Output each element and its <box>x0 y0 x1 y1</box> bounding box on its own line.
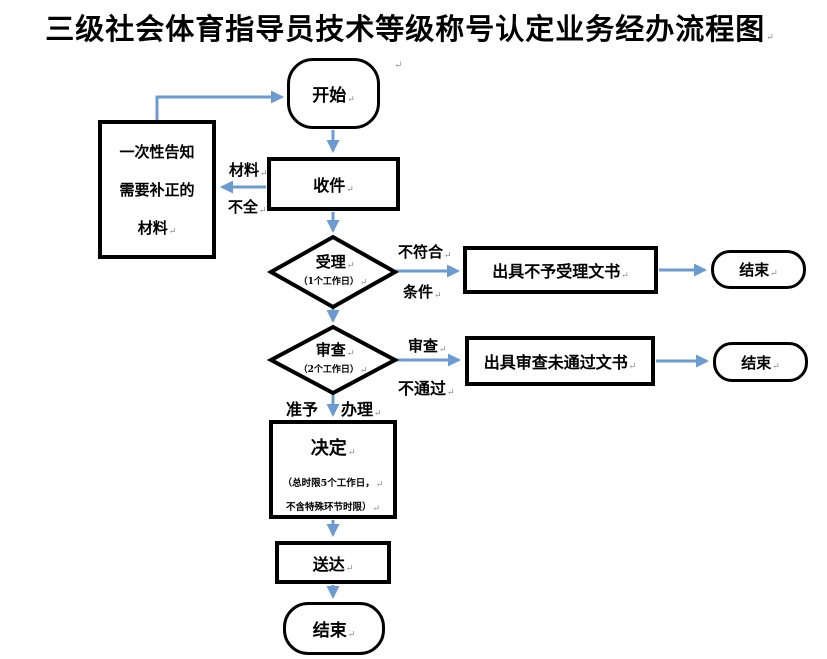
reject-review-node: 出具审查未通过文书↵ <box>465 336 655 386</box>
end-node-acceptance: 结束↵ <box>711 250 806 289</box>
return-mark: ↵ <box>346 261 355 271</box>
edge-label-materials-2: 不全↵ <box>228 198 267 216</box>
return-mark: ↵ <box>766 33 775 43</box>
edge-label-materials-1: 材料↵ <box>229 161 268 179</box>
notify-line-3: 材料 <box>137 219 168 237</box>
return-mark: ↵ <box>374 409 382 419</box>
notify-line-1: 一次性告知 <box>119 143 195 161</box>
return-mark: ↵ <box>346 349 355 359</box>
decide-node: 决定↵ （总时限5个工作日，↵ 不含特殊环节时限）↵ <box>269 420 397 519</box>
notify-line-2: 需要补正的 <box>119 181 195 199</box>
end-review-label: 结束 <box>741 353 772 372</box>
return-mark: ↵ <box>375 480 384 490</box>
receive-node: 收件↵ <box>267 157 400 211</box>
return-mark: ↵ <box>434 291 442 301</box>
return-mark: ↵ <box>359 366 368 376</box>
return-mark: ↵ <box>345 563 354 574</box>
return-mark: ↵ <box>770 269 778 279</box>
reject-review-label: 出具审查未通过文书 <box>483 353 628 372</box>
edge-label-not-qualified-2: 条件↵ <box>403 283 442 301</box>
deliver-label: 送达 <box>312 554 345 574</box>
return-mark: ↵ <box>359 278 368 288</box>
return-mark: ↵ <box>372 504 381 514</box>
accept-decision-label: 受理↵ <box>315 253 355 271</box>
decide-note-2: 不含特殊环节时限） <box>285 502 372 513</box>
notify-correction-node: 一次性告知 需要补正的 材料↵ <box>98 120 216 259</box>
return-mark: ↵ <box>444 251 452 261</box>
review-decision-note: （2个工作日）↵ <box>298 365 368 376</box>
review-diamond-shape <box>266 324 400 396</box>
flowchart-title: 三级社会体育指导员技术等级称号认定业务经办流程图↵ <box>10 6 810 48</box>
decide-note-1: （总时限5个工作日， <box>282 478 375 489</box>
edge-label-review-fail-2: 不通过↵ <box>398 379 455 398</box>
end-acceptance-label: 结束 <box>739 261 770 279</box>
edge-label-approved-1: 准予 <box>286 400 319 419</box>
return-mark: ↵ <box>772 361 780 372</box>
return-mark: ↵ <box>439 345 447 355</box>
review-decision-label: 审查↵ <box>315 341 355 359</box>
start-label: 开始 <box>312 86 347 106</box>
end-node-final: 结束↵ <box>283 602 385 655</box>
decide-label: 决定 <box>310 438 347 459</box>
flowchart-title-text: 三级社会体育指导员技术等级称号认定业务经办流程图 <box>45 12 766 46</box>
return-mark: ↵ <box>394 60 403 71</box>
return-mark: ↵ <box>259 206 267 216</box>
edge-label-review-fail-1: 审查↵ <box>408 337 447 355</box>
reject-acceptance-node: 出具不予受理文书↵ <box>463 246 658 294</box>
edge-label-not-qualified-1: 不符合↵ <box>398 243 452 261</box>
end-final-label: 结束 <box>312 621 347 641</box>
accept-diamond-shape <box>266 234 400 310</box>
return-mark: ↵ <box>347 95 355 105</box>
return-mark: ↵ <box>621 271 629 281</box>
start-node: 开始↵ <box>287 58 380 129</box>
return-mark: ↵ <box>347 448 356 458</box>
return-mark: ↵ <box>628 362 637 372</box>
receive-label: 收件 <box>313 176 346 195</box>
return-mark: ↵ <box>347 630 356 640</box>
return-mark: ↵ <box>447 388 455 398</box>
reject-acceptance-label: 出具不予受理文书 <box>492 262 621 281</box>
connector-notify-to-start <box>155 90 284 122</box>
accept-decision-note: （1个工作日）↵ <box>298 277 368 288</box>
edge-label-approved-2: 办理↵ <box>341 400 382 419</box>
deliver-node: 送达↵ <box>275 541 391 584</box>
return-mark: ↵ <box>260 169 268 179</box>
return-mark: ↵ <box>346 185 354 195</box>
end-node-review: 结束↵ <box>713 342 808 382</box>
return-mark: ↵ <box>168 227 177 237</box>
